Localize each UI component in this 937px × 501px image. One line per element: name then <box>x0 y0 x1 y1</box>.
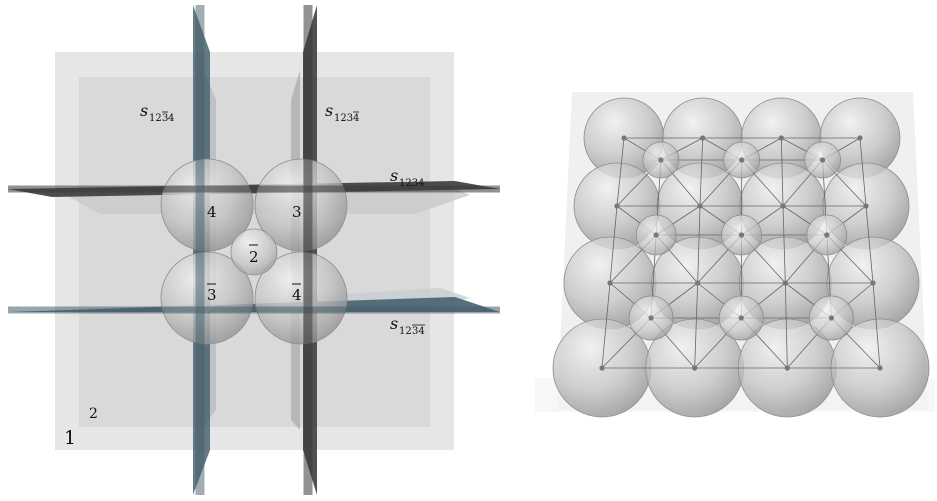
lattice-node <box>653 232 659 238</box>
svg-text:s: s <box>390 314 398 333</box>
lattice-node <box>621 135 627 141</box>
lattice-node <box>658 157 664 163</box>
svg-text:3: 3 <box>162 113 168 124</box>
right-figure <box>535 92 935 418</box>
label-region-2: 2 <box>89 406 98 422</box>
lattice-edge-v <box>694 282 699 369</box>
svg-text:s: s <box>390 166 398 185</box>
lattice-node <box>819 157 826 163</box>
svg-text:3: 3 <box>207 286 217 304</box>
svg-text:4: 4 <box>292 286 302 304</box>
lattice-edge-v <box>859 137 867 207</box>
lattice-node <box>863 203 869 209</box>
label-plane-p2: s 123 4 <box>325 101 359 124</box>
sphere-2bar <box>230 228 278 276</box>
label-plane-p4: s 12 34 <box>390 314 425 337</box>
lattice-node <box>782 280 788 286</box>
label-sphere-4: 4 <box>207 203 217 221</box>
lattice-edge-v <box>616 137 625 207</box>
lattice-node <box>870 280 876 286</box>
svg-text:1234: 1234 <box>399 178 424 189</box>
lattice-node <box>695 280 701 286</box>
svg-text:s: s <box>140 101 148 120</box>
left-figure: 4 3 2 3 4 s 12 3 4 s 123 4 s <box>8 5 500 495</box>
lattice-node <box>738 232 745 238</box>
lattice-node <box>739 157 745 163</box>
lattice-node <box>614 203 620 209</box>
lattice-node <box>599 365 605 371</box>
lattice-edge-v <box>780 137 784 207</box>
lattice-node <box>692 365 698 371</box>
label-sphere-2bar: 2 <box>249 244 259 266</box>
svg-text:12: 12 <box>399 326 412 337</box>
label-sphere-3: 3 <box>292 203 302 221</box>
lattice-node <box>857 135 863 141</box>
label-sphere-3bar: 3 <box>207 283 217 304</box>
lattice-node <box>700 135 706 141</box>
lattice-node <box>697 203 703 209</box>
svg-text:12: 12 <box>149 113 162 124</box>
label-region-1: 1 <box>64 427 76 449</box>
label-plane-p3: s 1234 <box>390 166 424 189</box>
lattice-node <box>780 203 786 209</box>
lattice-edge-v <box>872 282 881 369</box>
lattice-node <box>828 315 835 321</box>
svg-text:2: 2 <box>249 248 259 266</box>
label-sphere-4bar: 4 <box>292 283 302 304</box>
sphere-4bar <box>254 251 348 345</box>
lattice-node <box>778 135 784 141</box>
lattice-edge-v <box>609 205 618 284</box>
svg-text:34: 34 <box>412 326 425 337</box>
sphere-3bar <box>160 251 254 345</box>
lattice-edge-v <box>782 205 786 284</box>
lattice-edge-v <box>699 137 704 207</box>
lattice-node <box>824 232 830 238</box>
lattice-node <box>738 315 744 321</box>
svg-text:123: 123 <box>334 113 353 124</box>
svg-text:4: 4 <box>353 113 359 124</box>
lattice-node <box>784 365 790 371</box>
lattice-node <box>877 365 883 371</box>
lattice-node <box>648 315 654 321</box>
small-sphere-layer <box>628 141 854 341</box>
sphere-4 <box>160 158 254 252</box>
lattice-edge-v <box>601 282 611 369</box>
label-plane-p1: s 12 3 4 <box>140 101 174 124</box>
svg-text:s: s <box>325 101 333 120</box>
lattice-node <box>607 280 613 286</box>
sphere-3 <box>254 158 348 252</box>
svg-text:4: 4 <box>168 113 174 124</box>
lattice-edge-v <box>784 282 788 369</box>
lattice-edge-v <box>697 205 701 284</box>
lattice-edge-v <box>865 205 874 284</box>
lattice-nodes <box>599 135 883 371</box>
